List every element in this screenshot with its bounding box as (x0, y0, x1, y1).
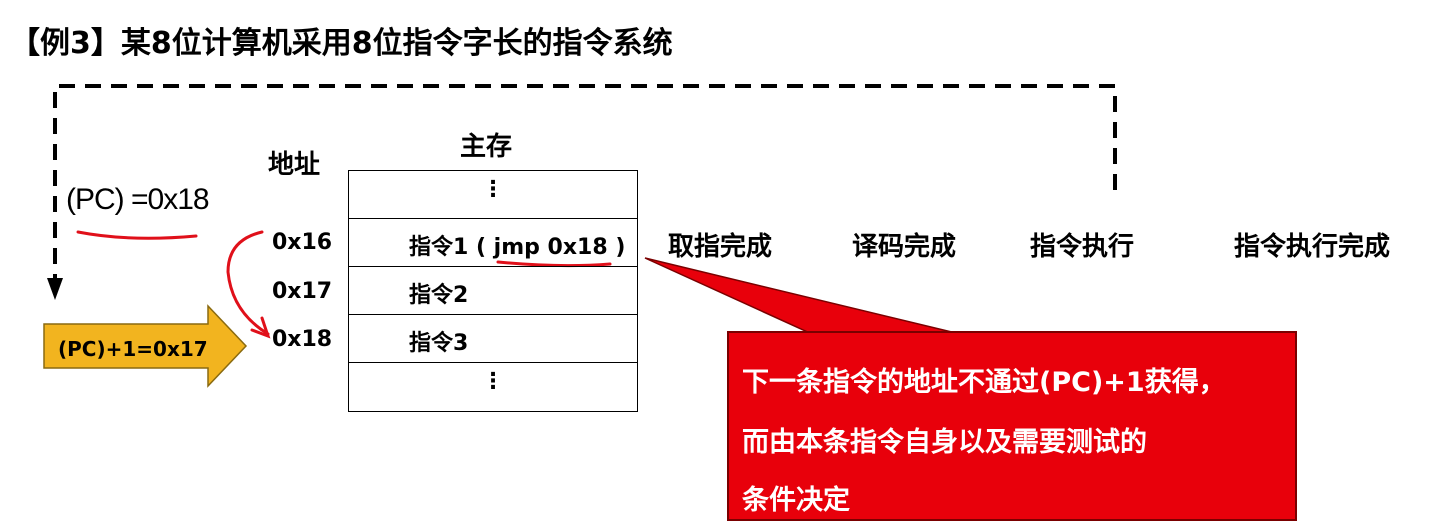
instruction-2: 指令2 (409, 283, 469, 308)
pc-underline (76, 230, 198, 240)
address-0x16: 0x16 (272, 230, 333, 255)
memory-cell-instr2: 指令2 (349, 267, 637, 315)
jump-curve-arrow (226, 230, 270, 336)
page-title: 【例3】某8位计算机采用8位指令字长的指令系统 (10, 26, 673, 61)
address-0x17: 0x17 (272, 279, 333, 304)
ellipsis-top: ⋮ (482, 177, 504, 202)
dashed-loop-line (53, 84, 1117, 278)
callout-line-1: 下一条指令的地址不通过(PC)+1获得， (742, 367, 1226, 398)
ellipsis-bottom: ⋮ (482, 369, 504, 394)
jump-curve-arrowhead (250, 316, 271, 339)
address-header: 地址 (268, 150, 321, 180)
memory-cell-instr3: 指令3 (349, 315, 637, 363)
pc-increment-label: (PC)+1=0x17 (58, 337, 208, 361)
stage-decode-done: 译码完成 (852, 232, 957, 262)
callout-pointer (644, 257, 961, 335)
address-0x18: 0x18 (272, 327, 333, 352)
dashed-loop-arrowhead (47, 278, 63, 300)
jmp-underline (496, 260, 612, 268)
callout-box (727, 331, 1297, 521)
instruction-3: 指令3 (409, 331, 469, 356)
callout-line-2: 而由本条指令自身以及需要测试的 (742, 427, 1147, 458)
stage-fetch-done: 取指完成 (668, 232, 773, 262)
memory-cell-bottom: ⋮ (349, 363, 637, 411)
instruction-1: 指令1 ( jmp 0x18 ) (409, 235, 626, 260)
memory-cell-instr1: 指令1 ( jmp 0x18 ) (349, 219, 637, 267)
stage-execute: 指令执行 (1030, 232, 1135, 262)
memory-cell-top: ⋮ (349, 171, 637, 219)
memory-table: ⋮ 指令1 ( jmp 0x18 ) 指令2 指令3 ⋮ (348, 170, 638, 412)
memory-header: 主存 (460, 132, 513, 162)
callout-line-3: 条件决定 (742, 485, 850, 516)
pc-value: (PC) =0x18 (66, 183, 210, 216)
stage-execute-done: 指令执行完成 (1234, 232, 1391, 262)
increment-arrow-shape (43, 304, 248, 388)
